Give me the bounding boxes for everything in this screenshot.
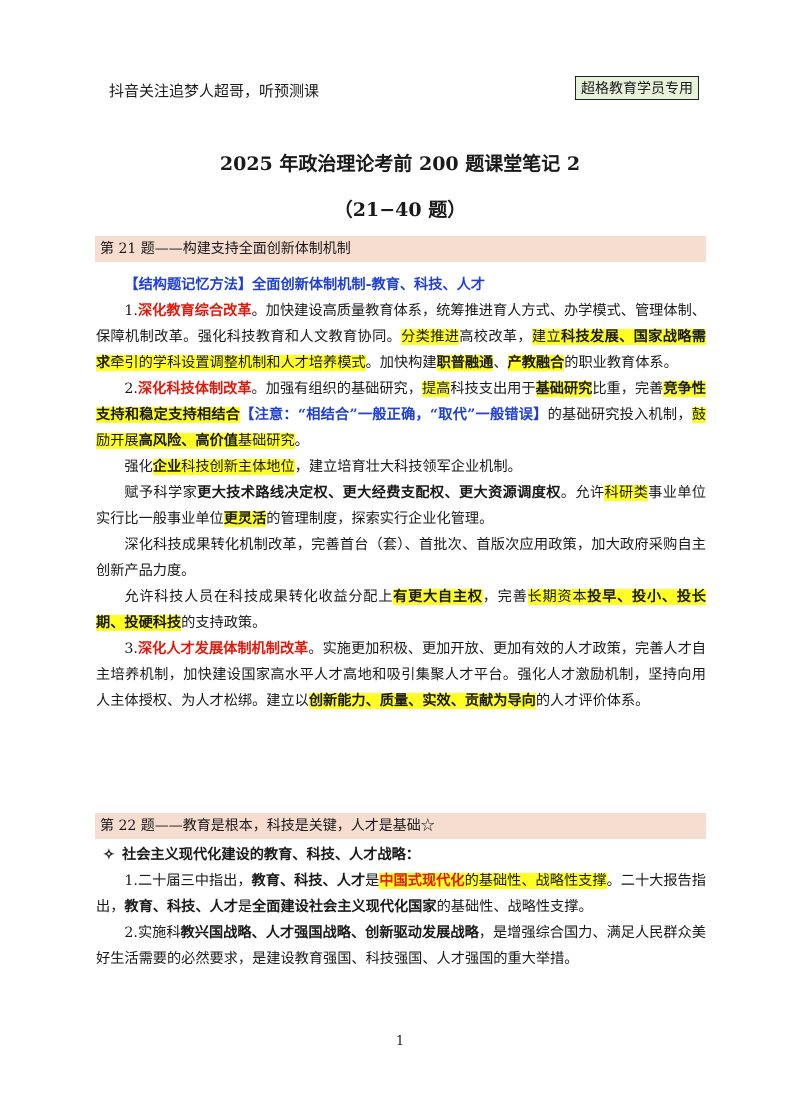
question-22-heading: 第 22 题——教育是根本，科技是关键，人才是基础☆ — [95, 813, 706, 839]
highlight-red: 中国式现代化 — [379, 873, 465, 889]
text: 的基础性、战略性支撑。 — [436, 899, 593, 915]
text: 深化科技成果转化机制改革，完善首台（套）、首批次、首版次应用政策，加大政府采购自… — [96, 537, 706, 579]
key-term: 深化教育综合改革 — [137, 303, 252, 319]
text: 科技支出用于 — [450, 381, 536, 397]
paragraph-education-reform: 1.深化教育综合改革。加快建设高质量教育体系，统筹推进育人方式、办学模式、管理体… — [96, 298, 706, 376]
paragraph-strategies: 2.实施科教兴国战略、人才强国战略、创新驱动发展战略，是增强综合国力、满足人民群… — [96, 920, 706, 972]
highlight: 长期资本 — [527, 589, 588, 605]
bold-text: 更大技术路线决定权、更大经费支配权、更大资源调度权 — [197, 485, 561, 501]
bold-text: 教育、科技、人才 — [251, 873, 366, 889]
highlight: 建立 — [531, 329, 561, 345]
bold-text: 教育、科技、人才 — [124, 899, 238, 915]
text: 。加快构建 — [365, 355, 437, 371]
text: 。允许 — [560, 485, 605, 501]
highlight-bold: 产教融合 — [507, 355, 565, 371]
text: 的管理制度，探索实行企业化管理。 — [266, 511, 494, 527]
text: 高校改革， — [459, 329, 532, 345]
paragraph-support: 1.二十届三中指出，教育、科技、人才是中国式现代化的基础性、战略性支撑。二十大报… — [96, 868, 706, 920]
text: ，建立培育壮大科技领军企业机制。 — [294, 459, 522, 475]
highlight-bold: 创新能力、质量、实效、贡献为导向 — [308, 693, 536, 709]
highlight-bold: 更灵活 — [223, 511, 267, 527]
highlight: 基础研究 — [237, 433, 295, 449]
text: 是 — [237, 899, 253, 915]
highlight-bold: 基础研究 — [535, 381, 593, 397]
text: 。 — [294, 433, 309, 449]
question-21-heading: 第 21 题——构建支持全面创新体制机制 — [95, 236, 706, 262]
text: ，完善 — [482, 589, 528, 605]
diamond-bullet-icon: ✧ — [103, 847, 115, 863]
bullet-line: ✧ 社会主义现代化建设的教育、科技、人才战略： — [96, 842, 706, 868]
bold-text: 教兴国战略、人才强国战略、创新驱动发展战略 — [180, 925, 479, 941]
bold-text: 全面建设社会主义现代化国家 — [252, 899, 437, 915]
highlight-bold: 高风险、高价值 — [138, 433, 238, 449]
page-number: 1 — [395, 1034, 405, 1049]
paragraph-transfer: 深化科技成果转化机制改革，完善首台（套）、首批次、首版次应用政策，加大政府采购自… — [96, 532, 706, 584]
paragraph-talent-reform: 3.深化人才发展体制机制改革。实施更加积极、更加开放、更加有效的人才政策，完善人… — [96, 636, 706, 714]
item-number: 2. — [124, 381, 138, 397]
question-22-body: ✧社会主义现代化建设的教育、科技、人才战略： 1.二十届三中指出，教育、科技、人… — [96, 842, 706, 972]
text: 比重，完善 — [592, 381, 664, 397]
highlight: 牵引的学科设置调整机制和人才培养模式 — [110, 355, 366, 371]
highlight-bold: 企业 — [152, 459, 182, 475]
text: 强化 — [124, 459, 153, 475]
bullet-text: 社会主义现代化建设的教育、科技、人才战略： — [122, 847, 420, 863]
text: ，是增强综合国力、满足人民群众美好生活需要的必然要求，是建设教育强国、科技强国、… — [96, 925, 706, 967]
text: 1.二十届三中指出， — [124, 873, 252, 889]
text: 。二十大报告指出， — [96, 873, 706, 915]
highlight-bold: 职普融通 — [436, 355, 494, 371]
key-term: 深化科技体制改革 — [137, 381, 252, 397]
document-title: 2025 年政治理论考前 200 题课堂笔记 2 — [219, 153, 581, 175]
text: 的职业教育体系。 — [564, 355, 678, 371]
highlight: 的基础性、战略性支撑 — [464, 873, 607, 889]
text: 。实施更加积极、更加开放、更加有效的人才政策，完善人才自主培养机制，加快建设国家… — [96, 641, 706, 709]
text: 2.实施科 — [124, 925, 181, 941]
highlight: 分类推进 — [401, 329, 460, 345]
item-number: 1. — [124, 303, 138, 319]
text: 允许科技人员在科技成果转化收益分配上 — [124, 589, 394, 605]
highlight-bold: 有更大自主权 — [393, 589, 483, 605]
document-subtitle: （21−40 题） — [333, 199, 467, 221]
text: 的支持政策。 — [181, 615, 267, 631]
student-only-badge: 超格教育学员专用 — [575, 76, 699, 100]
paragraph-scientists: 赋予科学家更大技术路线决定权、更大经费支配权、更大资源调度权。允许科研类事业单位… — [96, 480, 706, 532]
text: 。加强有组织的基础研究， — [251, 381, 422, 397]
item-number: 3. — [124, 641, 138, 657]
memory-method-line: 【结构题记忆方法】全面创新体制机制-教育、科技、人才 — [124, 277, 485, 293]
highlight: 科研类 — [604, 485, 649, 501]
text: 的基础研究投入机制， — [547, 407, 692, 423]
header-promo-text: 抖音关注追梦人超哥，听预测课 — [109, 82, 320, 100]
highlight: 提高 — [421, 381, 451, 397]
note: 【注意：“相结合”一般正确，“取代”一般错误】 — [240, 407, 548, 423]
text: 、 — [493, 355, 508, 371]
highlight: 科技创新主体地位 — [181, 459, 295, 475]
key-term: 深化人才发展体制机制改革 — [137, 641, 309, 657]
question-21-body: 【结构题记忆方法】全面创新体制机制-教育、科技、人才 1.深化教育综合改革。加快… — [96, 272, 706, 714]
text: 的人才评价体系。 — [535, 693, 650, 709]
paragraph-tech-reform: 2.深化科技体制改革。加强有组织的基础研究，提高科技支出用于基础研究比重，完善竞… — [96, 376, 706, 454]
text: 是 — [365, 873, 380, 889]
text: 事业单位实行比一般事业单位 — [96, 485, 706, 527]
text: 赋予科学家 — [124, 485, 198, 501]
text: 。加快建设高质量教育体系，统筹推进育人方式、办学模式、管理体制、保障机制改革。强… — [96, 303, 706, 345]
paragraph-income: 允许科技人员在科技成果转化收益分配上有更大自主权，完善长期资本投早、投小、投长期… — [96, 584, 706, 636]
paragraph-enterprise: 强化企业科技创新主体地位，建立培育壮大科技领军企业机制。 — [96, 454, 706, 480]
